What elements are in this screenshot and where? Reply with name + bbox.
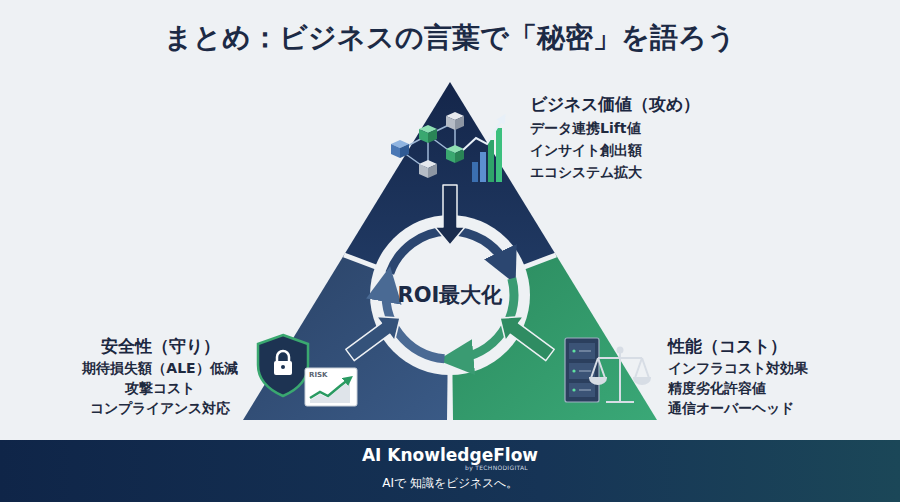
- metric-item: 通信オーバーヘッド: [668, 398, 868, 418]
- tagline: AIで 知識をビジネスへ。: [0, 474, 900, 492]
- shield-lock-icon: [258, 335, 308, 396]
- roi-label: ROI最大化: [395, 283, 505, 307]
- flow-arrow: [500, 317, 554, 361]
- section-heading: ビジネス価値（攻め）: [530, 94, 700, 114]
- flow-arrow: [346, 317, 400, 361]
- flow-arrow: [435, 185, 465, 245]
- chart-label: RISK: [309, 371, 349, 380]
- growth-chart-icon: [463, 118, 503, 182]
- brand-byline: by TECHNODIGITAL: [430, 464, 528, 472]
- metric-item: エコシステム拡大: [530, 162, 700, 182]
- roi-circle: ROI最大化: [400, 245, 500, 345]
- metric-item: 期待損失額（ALE）低減: [50, 358, 270, 378]
- brand-name: AI KnowledgeFlow: [0, 445, 900, 465]
- metric-item: 精度劣化許容値: [668, 378, 868, 398]
- performance-section: 性能（コスト）インフラコスト対効果精度劣化許容値通信オーバーヘッド: [550, 250, 880, 420]
- center-disc: [370, 215, 530, 375]
- security-section: 安全性（守り）期待損失額（ALE）低減攻撃コストコンプライアンス対応: [40, 250, 350, 420]
- cycle-arc: [390, 231, 508, 273]
- scale-icon: [590, 348, 650, 403]
- footer-band: AI KnowledgeFlowby TECHNODIGITAL AIで 知識をビ…: [0, 440, 900, 502]
- value-section: ビジネス価値（攻め） データ連携Lift値インサイト創出額エコシステム拡大: [380, 90, 700, 185]
- section-heading: 性能（コスト）: [668, 336, 868, 356]
- risk-chart-icon: [305, 368, 357, 406]
- metric-item: インサイト創出額: [530, 140, 700, 160]
- slide-title: まとめ：ビジネスの言葉で「秘密」を語ろう: [0, 20, 900, 56]
- data-cubes-icon: [391, 112, 464, 178]
- metric-item: インフラコスト対効果: [668, 358, 868, 378]
- metric-item: 攻撃コスト: [50, 378, 270, 398]
- metric-item: コンプライアンス対応: [50, 398, 270, 418]
- metric-item: データ連携Lift値: [530, 118, 700, 138]
- section-heading: 安全性（守り）: [50, 336, 270, 356]
